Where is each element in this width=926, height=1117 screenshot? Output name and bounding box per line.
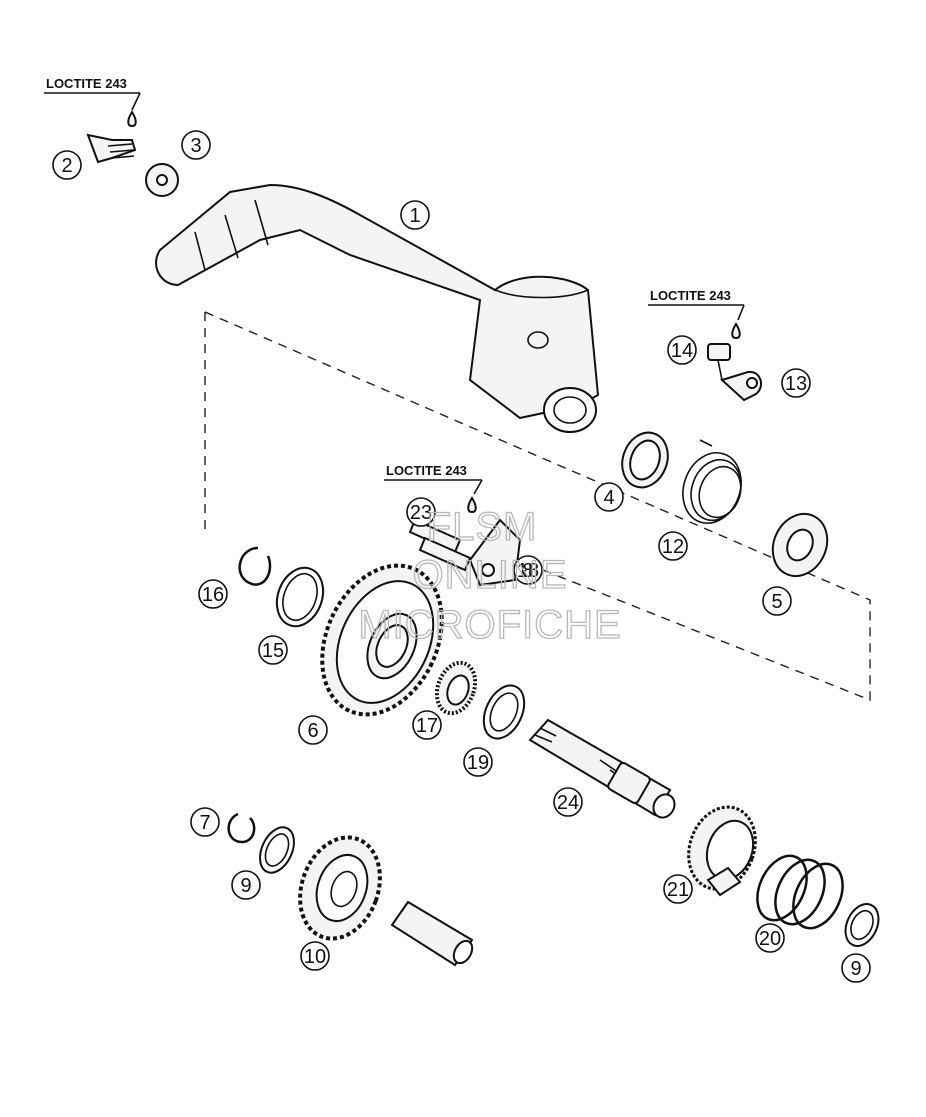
svg-text:9: 9 xyxy=(240,875,251,897)
callout-17: 17 xyxy=(412,710,442,740)
svg-text:LOCTITE 243: LOCTITE 243 xyxy=(46,76,127,91)
svg-text:13: 13 xyxy=(785,373,807,395)
svg-text:LOCTITE 243: LOCTITE 243 xyxy=(386,463,467,478)
svg-text:12: 12 xyxy=(662,536,684,558)
callout-21: 21 xyxy=(663,874,693,904)
callout-16: 16 xyxy=(198,579,228,609)
callout-10: 10 xyxy=(300,941,330,971)
svg-text:FLSM: FLSM xyxy=(427,505,538,549)
callout-4: 4 xyxy=(594,482,624,512)
callout-5: 5 xyxy=(762,586,792,616)
part-washer-4 xyxy=(621,431,669,489)
assembly-guide-dashed-line xyxy=(204,311,871,702)
watermark: FLSM ONLINE MICROFICHE xyxy=(358,504,622,647)
part-needle-bearing-17 xyxy=(434,660,478,716)
callout-15: 15 xyxy=(258,635,288,665)
svg-text:5: 5 xyxy=(771,591,782,613)
svg-text:23: 23 xyxy=(410,502,432,524)
svg-text:16: 16 xyxy=(202,584,224,606)
part-spring-12 xyxy=(682,439,742,524)
callout-6: 6 xyxy=(298,715,328,745)
callout-12: 12 xyxy=(658,531,688,561)
part-spring-20 xyxy=(756,854,844,930)
callouts: 1 2 3 4 5 6 7 8 9 9 10 12 13 14 15 16 17… xyxy=(52,130,871,983)
callout-2: 2 xyxy=(52,150,82,180)
svg-text:18: 18 xyxy=(517,560,539,582)
loctite-label-3: LOCTITE 243 xyxy=(384,463,483,514)
callout-20: 20 xyxy=(755,923,785,953)
callout-9-left: 9 xyxy=(231,870,261,900)
svg-text:19: 19 xyxy=(467,752,489,774)
part-washer-3 xyxy=(145,163,179,197)
svg-text:24: 24 xyxy=(557,792,579,814)
svg-text:ONLINE: ONLINE xyxy=(413,553,568,597)
part-washer-15 xyxy=(275,566,325,628)
svg-text:7: 7 xyxy=(199,812,210,834)
callout-9-right: 9 xyxy=(841,953,871,983)
part-kick-starter-lever xyxy=(155,183,600,433)
loctite-label-2: LOCTITE 243 xyxy=(648,288,745,340)
svg-text:4: 4 xyxy=(603,487,614,509)
part-washer-5 xyxy=(771,512,829,578)
part-circlip-7 xyxy=(227,812,256,844)
svg-text:MICROFICHE: MICROFICHE xyxy=(358,603,621,647)
part-gear-10 xyxy=(298,835,382,941)
svg-text:15: 15 xyxy=(262,640,284,662)
svg-text:8: 8 xyxy=(522,560,533,582)
part-shaft-24 xyxy=(528,718,676,819)
callout-24: 24 xyxy=(553,787,583,817)
callout-18: 18 xyxy=(517,560,539,582)
callout-14: 14 xyxy=(667,335,697,365)
loctite-label-1: LOCTITE 243 xyxy=(44,76,141,128)
callout-7: 7 xyxy=(190,807,220,837)
callout-23: 23 xyxy=(406,497,436,527)
svg-text:2: 2 xyxy=(61,155,72,177)
part-bolt-2 xyxy=(86,133,137,164)
svg-text:6: 6 xyxy=(307,720,318,742)
svg-text:10: 10 xyxy=(304,946,326,968)
svg-text:LOCTITE 243: LOCTITE 243 xyxy=(650,288,731,303)
svg-text:20: 20 xyxy=(759,928,781,950)
part-ratchet-21 xyxy=(687,805,757,897)
svg-text:14: 14 xyxy=(671,340,693,362)
svg-text:21: 21 xyxy=(667,879,689,901)
svg-text:9: 9 xyxy=(850,958,861,980)
part-screw-14 xyxy=(707,343,731,381)
part-circlip-16 xyxy=(238,546,272,586)
callout-19: 19 xyxy=(463,747,493,777)
callout-8: 8 xyxy=(513,555,543,585)
callout-1: 1 xyxy=(400,200,430,230)
callout-3: 3 xyxy=(181,130,211,160)
part-guide-plate-13 xyxy=(720,370,763,402)
part-washer-9-right xyxy=(844,903,880,947)
part-bushing xyxy=(390,900,474,967)
svg-text:1: 1 xyxy=(409,205,420,227)
svg-text:3: 3 xyxy=(190,135,201,157)
part-washer-19 xyxy=(482,684,526,740)
part-washer-9-left xyxy=(259,826,295,874)
callout-13: 13 xyxy=(781,368,811,398)
svg-text:17: 17 xyxy=(416,715,438,737)
part-plate-18 xyxy=(468,518,522,587)
part-screws-23 xyxy=(408,518,472,572)
part-gear-6 xyxy=(320,563,444,717)
